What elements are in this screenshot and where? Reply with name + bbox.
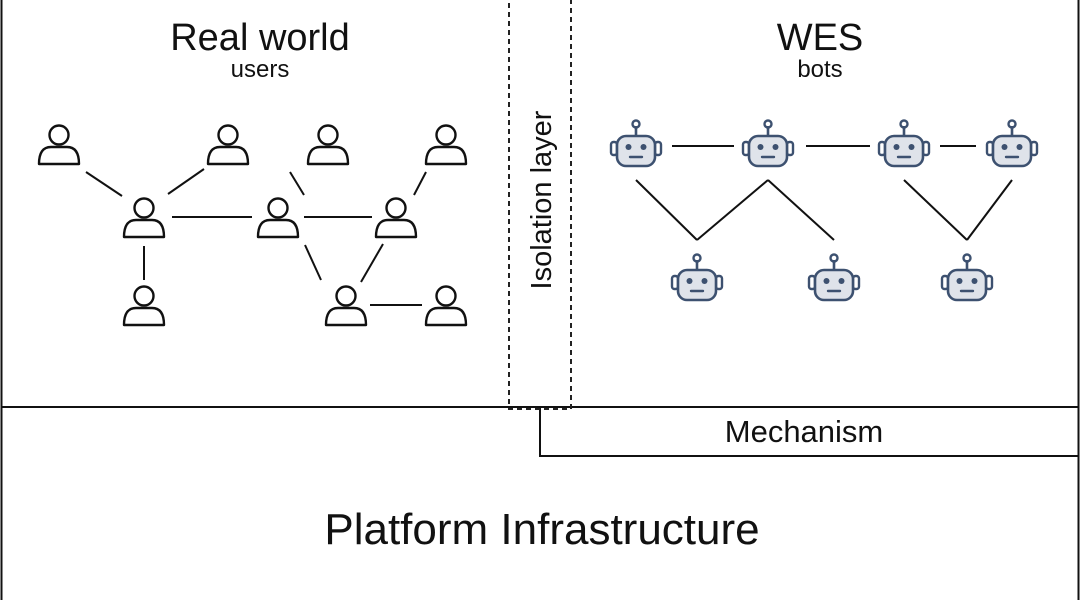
user-icon-9 bbox=[324, 285, 368, 327]
real-world-title: Real world bbox=[170, 17, 350, 59]
users-subtitle: users bbox=[230, 56, 290, 83]
platform-infrastructure-label: Platform Infrastructure bbox=[324, 505, 760, 554]
user-icon-4 bbox=[424, 124, 468, 166]
robot-icon-3 bbox=[877, 119, 931, 168]
bots-subtitle: bots bbox=[797, 56, 843, 83]
robot-icon-2 bbox=[741, 119, 795, 168]
isolation-layer-label: Isolation layer bbox=[526, 110, 558, 290]
user-icon-7 bbox=[374, 197, 418, 239]
user-icon-1 bbox=[37, 124, 81, 166]
robot-icon-7 bbox=[940, 253, 994, 302]
mechanism-box bbox=[539, 407, 1079, 457]
user-network-links bbox=[85, 168, 427, 306]
user-icon-2 bbox=[206, 124, 250, 166]
user-icon-3 bbox=[306, 124, 350, 166]
user-icon-6 bbox=[256, 197, 300, 239]
bot-network-links bbox=[635, 145, 1013, 241]
user-icon-10 bbox=[424, 285, 468, 327]
robot-icon-6 bbox=[807, 253, 861, 302]
wes-title: WES bbox=[776, 17, 864, 59]
user-icon-8 bbox=[122, 285, 166, 327]
isolation-layer-box bbox=[508, 0, 572, 410]
user-icon-5 bbox=[122, 197, 166, 239]
robot-icon-4 bbox=[985, 119, 1039, 168]
robot-icon-1 bbox=[609, 119, 663, 168]
mechanism-label: Mechanism bbox=[724, 414, 884, 449]
robot-icon-5 bbox=[670, 253, 724, 302]
